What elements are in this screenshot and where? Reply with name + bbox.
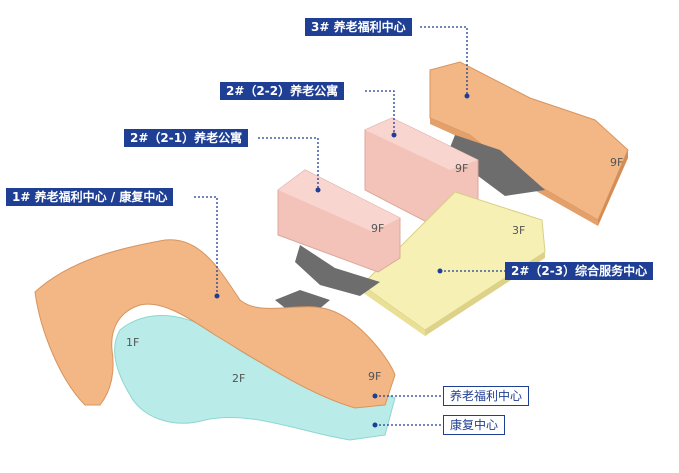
connector-b22-b3 (445, 135, 545, 196)
floor-tag-b3: 9F (610, 156, 623, 169)
label-building-2-1: 2#（2-1）养老公寓 (124, 129, 249, 147)
building-1 (34, 239, 396, 441)
floor-tag-b22: 9F (455, 162, 468, 175)
legend-welfare-center: 养老福利中心 (443, 386, 530, 406)
label-building-2-2: 2#（2-2）养老公寓 (220, 82, 345, 100)
label-building-1: 1# 养老福利中心 / 康复中心 (6, 188, 174, 206)
floor-tag-b1-2f: 2F (232, 372, 245, 385)
leader-dots (214, 93, 470, 428)
leader-lines (194, 26, 505, 426)
floor-tag-b21: 9F (371, 222, 384, 235)
building-2-1 (277, 169, 401, 273)
floor-tag-b23: 3F (512, 224, 525, 237)
connector-b21-b23 (295, 245, 380, 296)
floor-tag-b1-top: 9F (368, 370, 381, 383)
label-building-3: 3# 养老福利中心 (305, 18, 412, 36)
floor-tag-b1-1f: 1F (126, 336, 139, 349)
label-building-2-3: 2#（2-3）综合服务中心 (505, 262, 654, 280)
legend-rehab-center: 康复中心 (443, 415, 506, 435)
